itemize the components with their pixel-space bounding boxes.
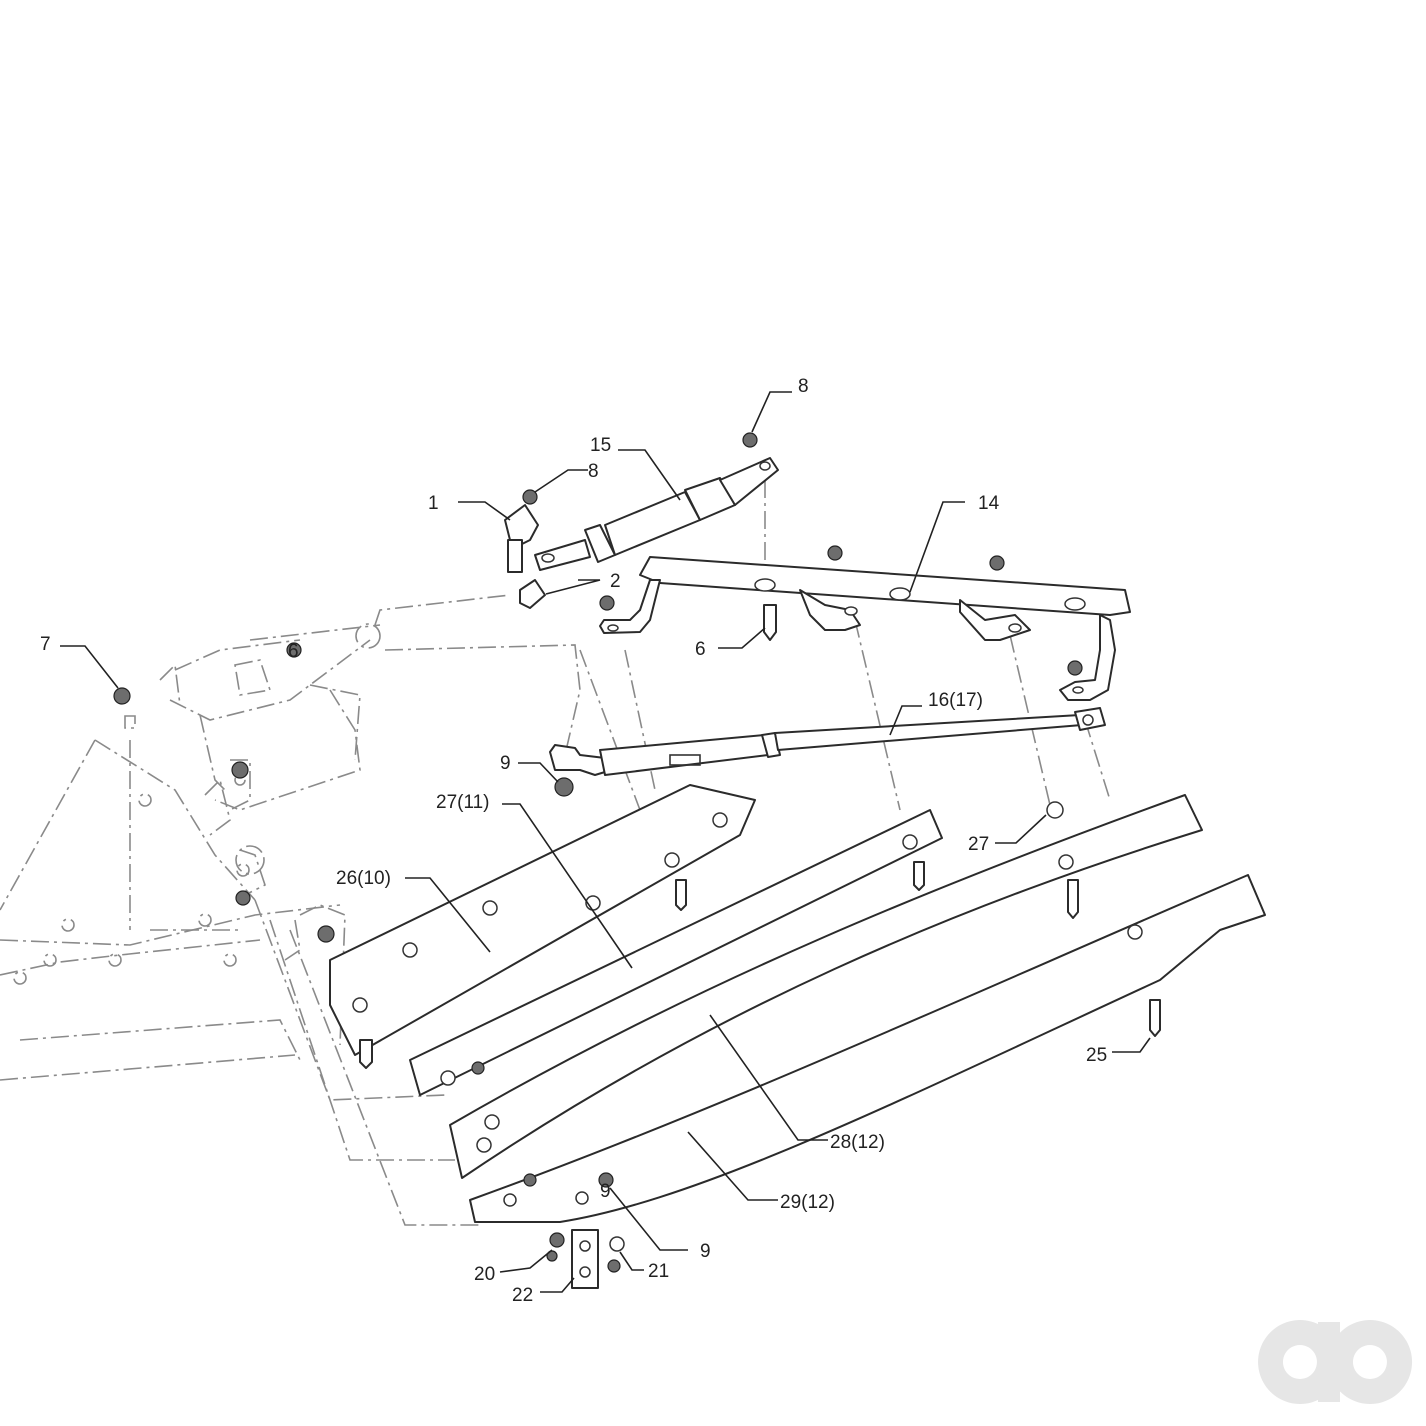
- eye-bolt-1: [504, 504, 546, 609]
- label-27-11: 27(11): [436, 792, 490, 813]
- label-1: 1: [428, 493, 439, 514]
- label-25: 25: [1086, 1045, 1107, 1066]
- label-7: 7: [40, 634, 51, 655]
- bracket-22: [571, 1229, 599, 1289]
- label-26: 26(10): [336, 868, 391, 889]
- label-20: 20: [474, 1264, 495, 1285]
- label-15: 15: [590, 435, 611, 456]
- ghost-frame: [0, 480, 1111, 1226]
- label-21: 21: [648, 1261, 669, 1282]
- plate-26: [329, 784, 756, 1056]
- curved-strip: [449, 794, 1203, 1179]
- fasteners: [113, 432, 1161, 1273]
- turnbuckle-15: [534, 457, 779, 571]
- part-labels: 1 2 6 6 7 8 8 9 9 9 14 15 16(17) 20 21 2…: [40, 376, 1107, 1306]
- plate-29: [469, 874, 1266, 1223]
- brand-logo-icon: [1258, 1320, 1413, 1404]
- label-9-rod: 9: [500, 753, 511, 774]
- label-29: 29(12): [780, 1192, 835, 1213]
- label-6: 6: [695, 639, 706, 660]
- label-16: 16(17): [928, 690, 983, 711]
- label-8-bolt: 8: [588, 461, 599, 482]
- label-22: 22: [512, 1285, 533, 1306]
- label-6-frame: 6: [288, 641, 299, 662]
- label-14: 14: [978, 493, 1000, 514]
- strip-27: [409, 809, 943, 1096]
- label-27: 27: [968, 834, 989, 855]
- label-8-top: 8: [798, 376, 809, 397]
- label-9-plate: 9: [600, 1181, 611, 1202]
- cylinder-rod-16: [549, 707, 1106, 776]
- frame-bar-14: [599, 556, 1131, 701]
- label-2: 2: [610, 571, 621, 592]
- label-28: 28(12): [830, 1132, 885, 1153]
- leader-lines: [60, 391, 1151, 1293]
- label-9-bottom: 9: [700, 1241, 711, 1262]
